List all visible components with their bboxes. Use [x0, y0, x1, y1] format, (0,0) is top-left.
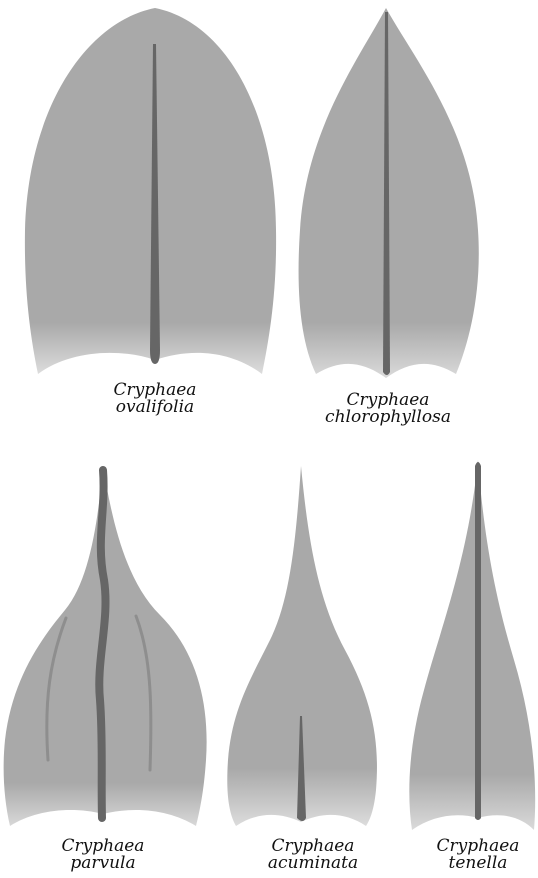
caption-species: tenella: [420, 855, 536, 872]
caption-acuminata: Cryphaea acuminata: [253, 838, 373, 872]
leaf-parvula: [4, 466, 207, 826]
caption-species: acuminata: [253, 855, 373, 872]
leaf-chlorophyllosa: [299, 8, 479, 378]
leaf-tenella-costa: [475, 462, 481, 820]
caption-tenella: Cryphaea tenella: [420, 838, 536, 872]
caption-species: parvula: [43, 855, 163, 872]
leaf-tenella-lamina: [409, 460, 535, 830]
leaf-ovalifolia: [25, 8, 276, 374]
leaf-parvula-costa: [99, 470, 105, 818]
leaf-tenella: [409, 460, 535, 830]
caption-species: ovalifolia: [95, 399, 215, 416]
caption-species: chlorophyllosa: [318, 409, 458, 426]
caption-ovalifolia: Cryphaea ovalifolia: [95, 382, 215, 416]
leaf-acuminata: [227, 466, 377, 826]
caption-parvula: Cryphaea parvula: [43, 838, 163, 872]
caption-chlorophyllosa: Cryphaea chlorophyllosa: [318, 392, 458, 426]
